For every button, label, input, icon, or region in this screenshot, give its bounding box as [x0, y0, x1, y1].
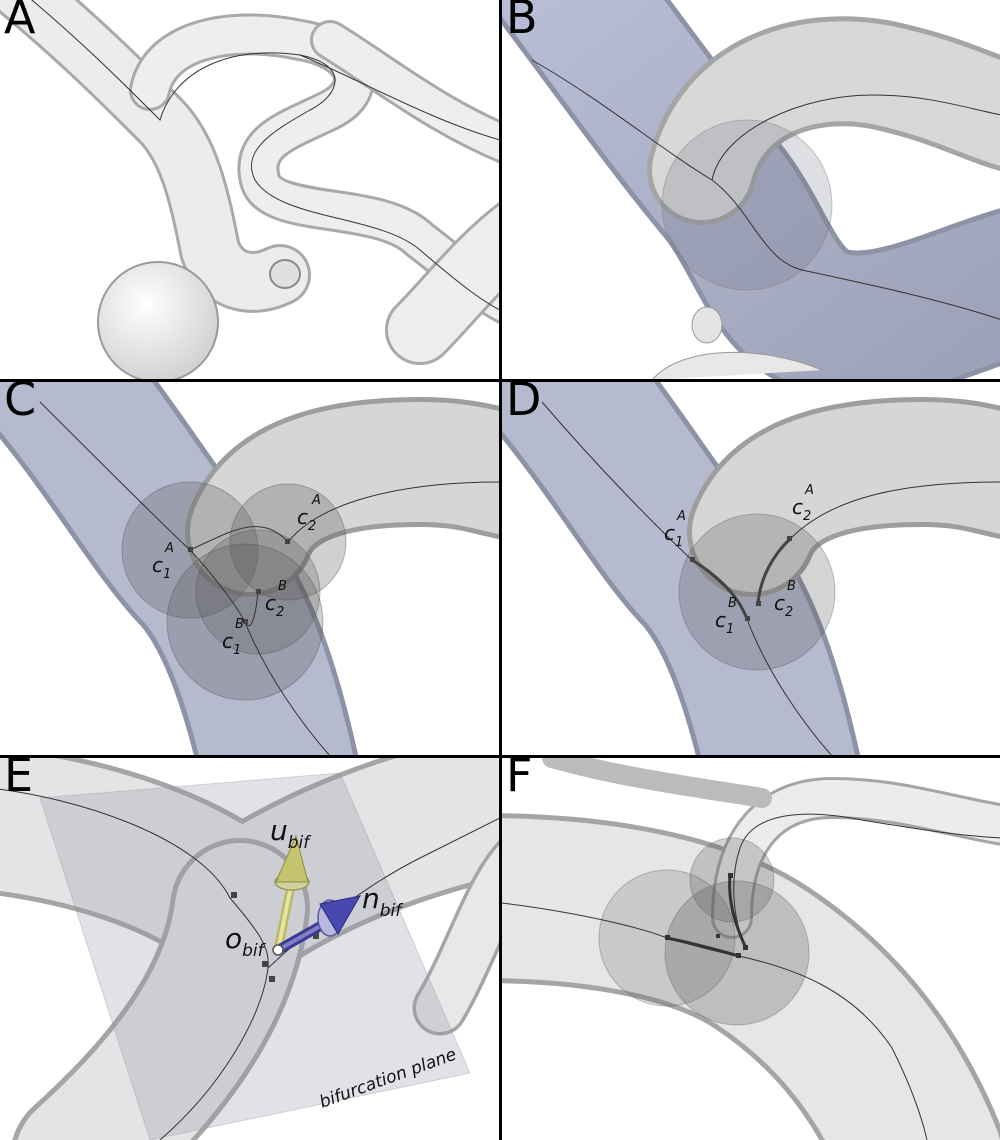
divider-vertical-bottom	[499, 756, 502, 1140]
panel-d-drawing: c1 A c2 A c1 B c2 B	[502, 382, 1000, 756]
label-c1a: c1	[152, 553, 171, 582]
bifurcation-sphere-b	[661, 119, 833, 291]
label-d2b: c2	[774, 591, 793, 620]
segment-d-1	[691, 558, 749, 620]
panel-e-drawing: ubif nbif obif bifurcation plane	[0, 758, 500, 1140]
panel-label-e: E	[4, 758, 34, 802]
panel-label-a: A	[4, 0, 36, 44]
panel-b: B	[502, 0, 1000, 380]
panel-label-f: F	[506, 758, 533, 802]
o-bif-origin	[272, 944, 284, 956]
segment-f-1	[666, 936, 740, 958]
divider-vertical-middle	[499, 380, 502, 758]
centerline-a	[31, 0, 500, 311]
panel-e: ubif nbif obif bifurcation plane E	[0, 758, 500, 1140]
divider-horizontal-1	[0, 379, 1000, 382]
centerline-c-2	[189, 481, 500, 551]
centerline-b	[531, 59, 1000, 320]
points-d	[690, 536, 792, 621]
point-labels-c: c1 A c2 A c2 B c1 B	[152, 493, 321, 658]
panel-b-drawing	[502, 0, 1000, 380]
label-c1b: c1	[222, 629, 241, 658]
centerline-f-2	[733, 813, 1000, 949]
label-d1b: c1	[715, 608, 734, 637]
label-c2a-sup: A	[311, 493, 321, 508]
label-d2a-sup: A	[804, 483, 814, 498]
label-c2a: c2	[297, 505, 316, 534]
panel-c: c1 A c2 A c2 B c1 B C	[0, 382, 500, 756]
vessel-model-b	[502, 0, 1000, 380]
point-labels-d: c1 A c2 A c1 B c2 B	[664, 483, 814, 637]
panel-f: F	[502, 758, 1000, 1140]
points-f	[665, 873, 748, 958]
bifurcation-plane	[39, 772, 471, 1140]
label-c1b-sup: B	[235, 617, 244, 632]
centerline-b-2	[711, 94, 1000, 181]
panel-c-drawing: c1 A c2 A c2 B c1 B	[0, 382, 500, 756]
side-branch-stub	[691, 306, 723, 344]
divider-vertical-top	[499, 0, 502, 382]
small-branch-tip	[269, 259, 301, 289]
panel-f-drawing	[502, 758, 1000, 1140]
label-c2b-sup: B	[278, 579, 287, 594]
panel-label-c: C	[4, 382, 37, 426]
label-c1a-sup: A	[164, 541, 174, 556]
panel-label-b: B	[506, 0, 538, 44]
bifurcation-sphere-d	[678, 513, 836, 671]
vessel-model-f	[502, 758, 1000, 1140]
points-e	[231, 892, 319, 982]
label-o-bif: obif	[225, 922, 267, 961]
label-d2b-sup: B	[787, 579, 796, 594]
aneurysm-sphere	[97, 261, 219, 380]
vessel-model-e	[0, 758, 500, 1140]
panel-a-drawing	[0, 0, 500, 380]
label-d1a: c1	[664, 521, 683, 550]
centerline-a-2	[299, 54, 500, 141]
vessel-model-c	[0, 382, 500, 756]
lower-vessel-b	[651, 351, 823, 380]
centerline-e	[0, 788, 269, 1140]
segment-f-2	[728, 875, 748, 949]
label-d1b-sup: B	[728, 596, 737, 611]
centerline-c	[39, 401, 331, 756]
u-bif-arrow	[273, 834, 310, 955]
label-c2b: c2	[265, 591, 284, 620]
panel-d: c1 A c2 A c1 B c2 B D	[502, 382, 1000, 756]
vessel-model-a	[0, 0, 500, 365]
n-bif-arrow	[273, 895, 361, 955]
panel-label-d: D	[506, 382, 542, 426]
centerline-d	[541, 401, 833, 756]
panel-a: A	[0, 0, 500, 380]
label-u-bif: ubif	[270, 814, 312, 853]
points-c	[188, 539, 290, 624]
divider-horizontal-2	[0, 755, 1000, 758]
label-d1a-sup: A	[676, 509, 686, 524]
label-d2a: c2	[792, 495, 811, 524]
segment-d-2	[756, 537, 792, 605]
label-n-bif: nbif	[362, 882, 404, 921]
vessel-model-d	[502, 382, 1000, 756]
